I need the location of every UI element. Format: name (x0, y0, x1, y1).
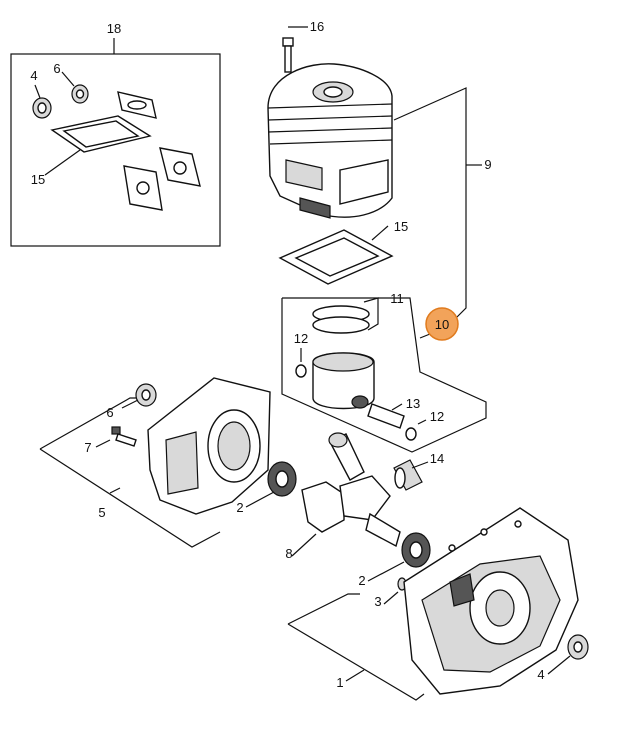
piston-kit-box (281, 297, 487, 453)
callout-4-upper: 4 (30, 68, 37, 83)
callout-2-upper: 2 (236, 500, 243, 515)
callout-labels: 18 16 4 6 15 9 15 11 10 12 13 12 6 7 14 … (30, 19, 544, 690)
crankcase-left-group (39, 377, 297, 548)
crankshaft-part (301, 481, 345, 533)
callout-14: 14 (430, 451, 444, 466)
highlight-circle-10[interactable] (425, 307, 459, 341)
callout-9: 9 (484, 157, 491, 172)
needle-bearing-group (393, 459, 429, 491)
callout-16: 16 (310, 19, 324, 34)
callout-12-right: 12 (430, 409, 444, 424)
callout-7: 7 (84, 440, 91, 455)
callout-1: 1 (336, 675, 343, 690)
callout-12-left: 12 (294, 331, 308, 346)
bearing-lower-group (367, 532, 431, 605)
crankcase-right-group (287, 507, 589, 701)
callout-3: 3 (374, 594, 381, 609)
callout-11: 11 (390, 291, 404, 306)
callout-13: 13 (406, 396, 420, 411)
callout-15-upper: 15 (31, 172, 45, 187)
cylinder-kit-bracket (393, 87, 482, 321)
callout-6-upper: 6 (53, 61, 60, 76)
screw-part (115, 433, 137, 447)
callout-10[interactable]: 10 (435, 317, 449, 332)
cylinder-assembly (267, 26, 393, 219)
gasket-set-box (10, 38, 221, 247)
crankshaft-group (291, 432, 401, 557)
callout-15-lower: 15 (394, 219, 408, 234)
piston-pin-part (367, 403, 405, 429)
circlip-part (295, 364, 307, 378)
callout-8: 8 (285, 546, 292, 561)
callout-6-lower: 6 (106, 405, 113, 420)
callout-5: 5 (98, 505, 105, 520)
callout-18: 18 (107, 21, 121, 36)
callout-2-lower: 2 (358, 573, 365, 588)
cylinder-gasket (278, 225, 394, 285)
callout-4-lower: 4 (537, 667, 544, 682)
